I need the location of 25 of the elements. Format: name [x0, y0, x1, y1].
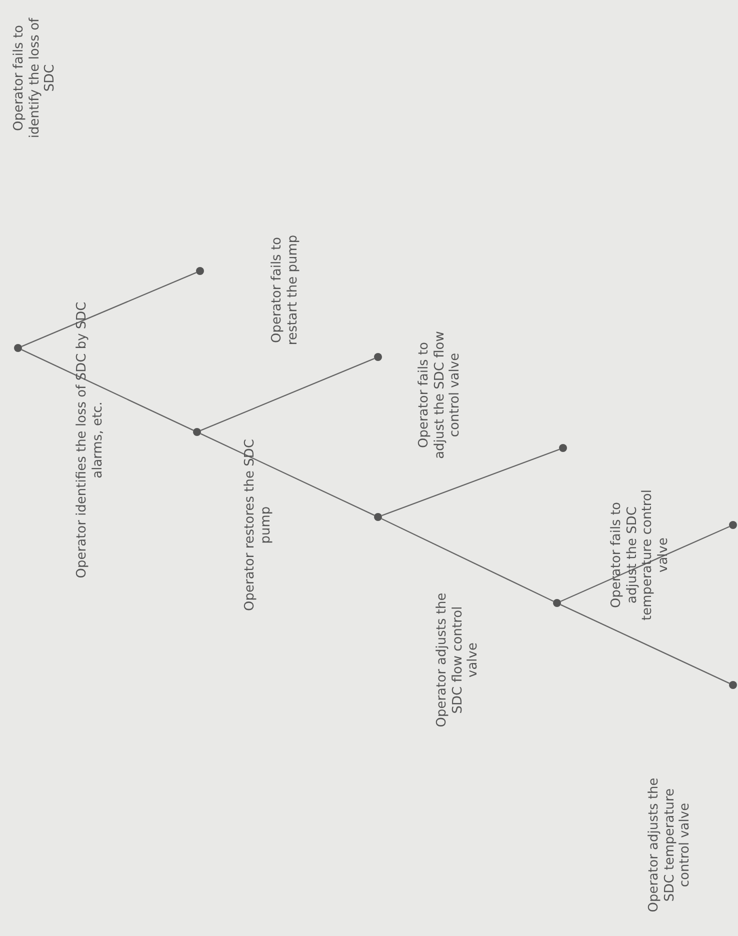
branch-point [729, 521, 737, 529]
branch-label: Operator restores the SDC pump [242, 438, 274, 612]
branch-point [14, 344, 22, 352]
branch-label: Operator adjusts the SDC temperature control valve [646, 776, 694, 914]
branch-point [729, 681, 737, 689]
branch-point [193, 428, 201, 436]
branch-label: Operator identifies the loss of SDC by SDC alarms, etc. [74, 300, 106, 580]
branch-label: Operator fails to adjust the SDC temperature control valve [608, 488, 672, 622]
branch-line [200, 358, 375, 432]
branch-label: Operator fails to adjust the SDC flow control valve [416, 330, 464, 461]
branch-label: Operator fails to restart the pump [269, 234, 301, 348]
branch-line [560, 604, 730, 684]
branch-line [21, 349, 194, 431]
branch-label: Operator fails to identify the loss of SDC [12, 16, 58, 140]
branch-line [382, 448, 560, 516]
branch-line [381, 518, 554, 602]
branch-line [21, 272, 197, 347]
branch-point [196, 267, 204, 275]
branch-point [374, 353, 382, 361]
branch-line [200, 433, 375, 516]
branch-label: Operator adjusts the SDC flow control valve [434, 592, 482, 728]
branch-point [559, 444, 567, 452]
branch-line [560, 526, 730, 602]
branch-point [374, 513, 382, 521]
branch-point [553, 599, 561, 607]
